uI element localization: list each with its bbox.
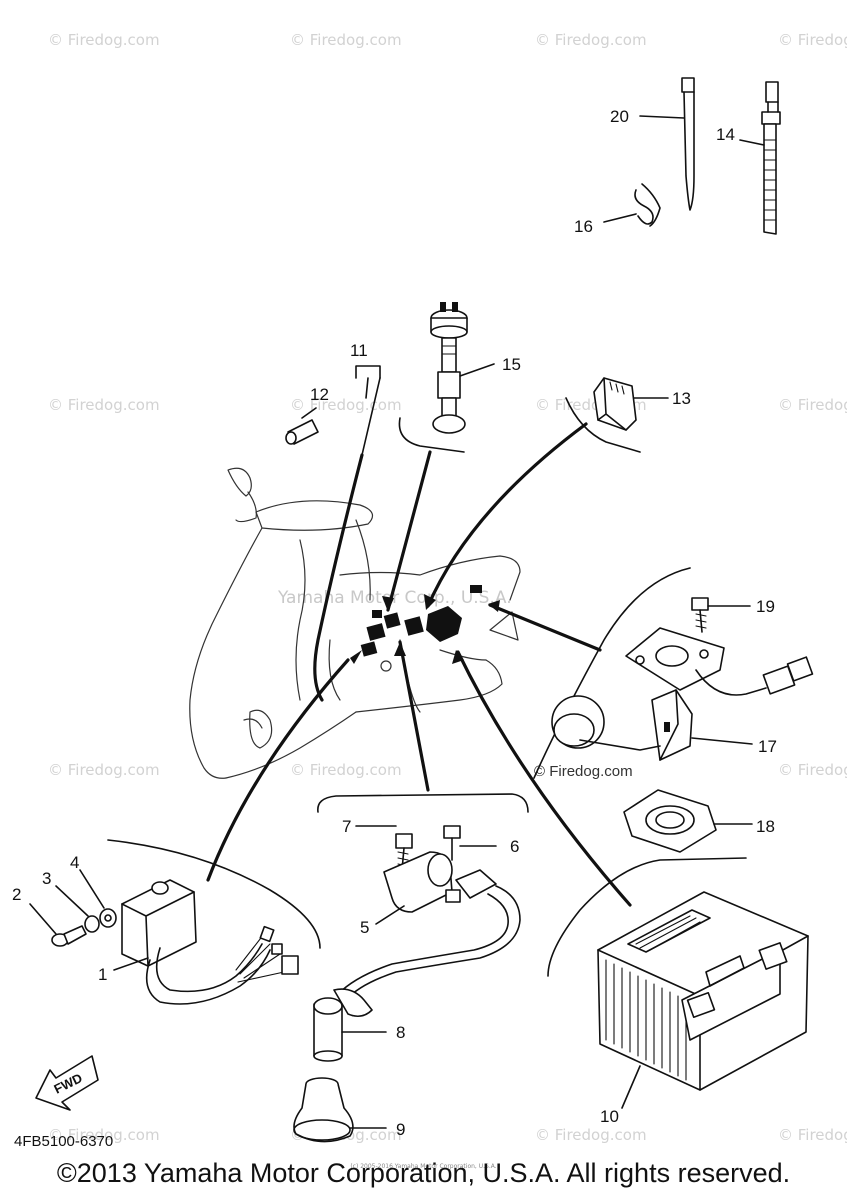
part-number-label: 8 bbox=[396, 1023, 405, 1042]
watermark-brand: Yamaha Motor Corp., U.S.A. bbox=[277, 588, 512, 608]
part-number-label: 13 bbox=[672, 389, 691, 408]
watermark-firedog: © Firedog.com bbox=[778, 1126, 847, 1144]
watermark-firedog: © Firedog.com bbox=[290, 31, 402, 49]
part-number-label: 19 bbox=[756, 597, 775, 616]
part-number-label: 15 bbox=[502, 355, 521, 374]
part-number-label: 16 bbox=[574, 217, 593, 236]
watermark-firedog: © Firedog.com bbox=[290, 396, 402, 414]
watermark-firedog: © Firedog.com bbox=[48, 761, 160, 779]
watermark-firedog-dark: © Firedog.com bbox=[534, 763, 633, 780]
scooter-connectors bbox=[360, 585, 482, 657]
scooter-outline bbox=[189, 467, 521, 779]
part-number-label: 9 bbox=[396, 1120, 405, 1139]
part-number-label: 1 bbox=[98, 965, 107, 984]
part-number-label: 7 bbox=[342, 817, 351, 836]
sender-part-15 bbox=[430, 302, 495, 434]
watermark-layer: © Firedog.com © Firedog.com © Firedog.co… bbox=[48, 31, 847, 1144]
relay-part-13 bbox=[593, 377, 669, 431]
diagram-code: 4FB5100-6370 bbox=[14, 1133, 113, 1150]
band-part-14 bbox=[739, 81, 781, 235]
watermark-firedog: © Firedog.com bbox=[48, 1126, 160, 1144]
part-labels: 1 2 3 4 5 6 7 8 9 10 11 12 13 14 15 16 1… bbox=[12, 107, 777, 1139]
small-credit-line: (c) 2005-2016 Yamaha Motor Corporation, … bbox=[350, 1163, 497, 1170]
part-number-label: 6 bbox=[510, 837, 519, 856]
watermark-firedog: © Firedog.com bbox=[778, 761, 847, 779]
part-number-label: 2 bbox=[12, 885, 21, 904]
boot-part-9 bbox=[293, 1077, 387, 1143]
fuse-part-12 bbox=[285, 407, 319, 445]
watermark-firedog: © Firedog.com bbox=[290, 761, 402, 779]
copyright-notice: ©2013 Yamaha Motor Corporation, U.S.A. A… bbox=[56, 1158, 791, 1188]
watermark-firedog: © Firedog.com bbox=[48, 396, 160, 414]
watermark-firedog: © Firedog.com bbox=[535, 31, 647, 49]
watermark-firedog: © Firedog.com bbox=[778, 396, 847, 414]
gasket-part-18 bbox=[623, 789, 753, 853]
clip-part-16 bbox=[603, 183, 661, 227]
plug-cap-part-8 bbox=[313, 988, 387, 1062]
part-number-label: 12 bbox=[310, 385, 329, 404]
cable-tie-part-20 bbox=[639, 77, 695, 211]
callout-frames bbox=[107, 365, 747, 977]
part-number-label: 11 bbox=[350, 341, 368, 360]
part-number-label: 14 bbox=[716, 125, 735, 144]
part-number-label: 10 bbox=[600, 1107, 619, 1126]
ignition-coil-part-5 bbox=[337, 825, 521, 1001]
battery-part-10 bbox=[597, 891, 809, 1109]
part-number-label: 5 bbox=[360, 918, 369, 937]
regulator-part-17 bbox=[551, 597, 814, 761]
part-number-label: 17 bbox=[758, 737, 777, 756]
part-number-label: 3 bbox=[42, 869, 51, 888]
cdi-unit-part-1 bbox=[29, 869, 299, 1005]
forward-arrow: FWD bbox=[35, 1055, 99, 1111]
watermark-firedog: © Firedog.com bbox=[48, 31, 160, 49]
leader-lines bbox=[206, 422, 632, 907]
watermark-firedog: © Firedog.com bbox=[778, 31, 847, 49]
part-number-label: 18 bbox=[756, 817, 775, 836]
part-number-label: 4 bbox=[70, 853, 79, 872]
watermark-firedog: © Firedog.com bbox=[535, 1126, 647, 1144]
part-number-label: 20 bbox=[610, 107, 629, 126]
